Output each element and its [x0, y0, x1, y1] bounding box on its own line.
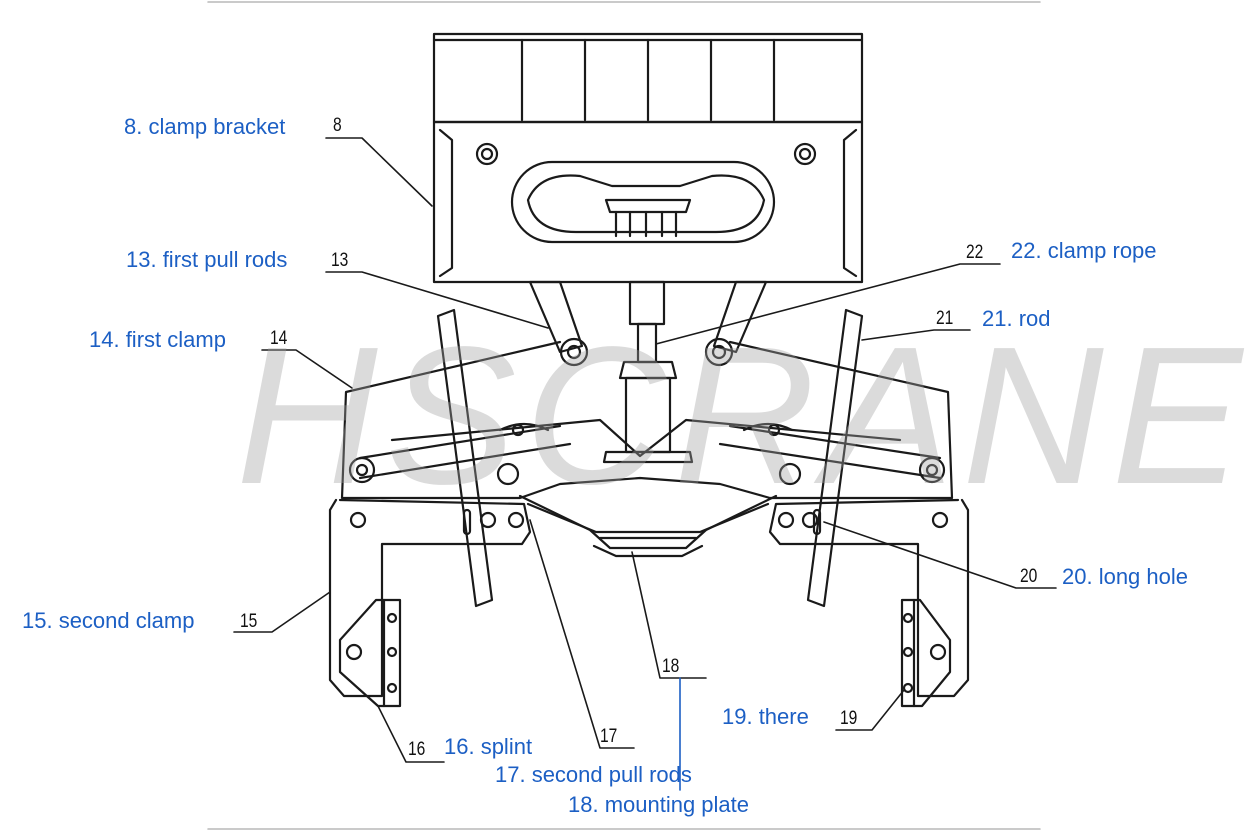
leader-20 — [823, 521, 1057, 589]
leader-21 — [861, 329, 971, 341]
callout-label-17: 17. second pull rods — [495, 762, 692, 787]
callout-number-8: 8 — [333, 115, 342, 136]
callout-label-19: 19. there — [722, 704, 809, 729]
callout-number-22: 22 — [966, 242, 984, 263]
mounting-plate — [518, 494, 778, 558]
first-clamp — [340, 340, 954, 500]
leader-17 — [529, 519, 635, 749]
leader-8 — [325, 137, 433, 207]
callout-label-13: 13. first pull rods — [126, 247, 288, 272]
callout-label-14: 14. first clamp — [89, 327, 226, 352]
callout-number-18: 18 — [662, 656, 680, 677]
leader-15 — [233, 591, 331, 633]
callout-number-20: 20 — [1020, 566, 1038, 587]
leader-16 — [377, 705, 445, 763]
callout-label-15: 15. second clamp — [22, 608, 195, 633]
callout-label-18: 18. mounting plate — [568, 792, 750, 817]
callout-number-16: 16 — [408, 739, 426, 760]
callout-number-15: 15 — [240, 611, 258, 632]
leader-18 — [631, 551, 707, 679]
leader-22 — [655, 263, 1001, 345]
clamp-rope — [602, 280, 694, 464]
splints — [338, 598, 952, 708]
clamp-bracket — [432, 32, 864, 284]
long-holes — [462, 508, 822, 536]
first-pull-rods — [528, 280, 768, 367]
second-clamp — [328, 498, 970, 698]
watermark: HSCRANE — [236, 306, 1248, 525]
callout-number-17: 17 — [600, 726, 618, 747]
leader-19 — [835, 689, 905, 731]
callout-label-22: 22. clamp rope — [1011, 238, 1157, 263]
callout-label-21: 21. rod — [982, 306, 1051, 331]
callout-label-8: 8. clamp bracket — [124, 114, 286, 139]
callout-label-20: 20. long hole — [1062, 564, 1188, 589]
callout-number-14: 14 — [270, 328, 288, 349]
callout-number-19: 19 — [840, 708, 858, 729]
leader-13 — [325, 271, 549, 329]
callout-number-13: 13 — [331, 250, 349, 271]
callout-label-16: 16. splint — [444, 734, 533, 759]
leader-lines — [233, 137, 1057, 791]
leader-14 — [261, 349, 353, 389]
callout-number-21: 21 — [936, 308, 954, 329]
